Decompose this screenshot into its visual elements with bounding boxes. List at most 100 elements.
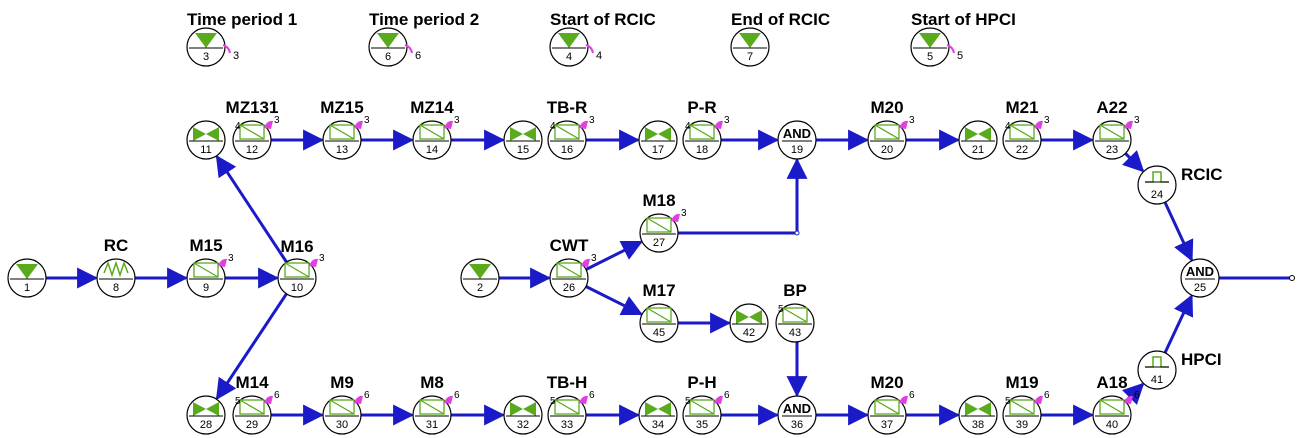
- component-box-icon: [782, 307, 808, 323]
- node-28[interactable]: 28: [186, 395, 226, 435]
- node-8[interactable]: 8RC: [96, 236, 136, 298]
- node-number: 17: [652, 144, 664, 156]
- node-32[interactable]: 32: [503, 395, 543, 435]
- marker-icon: [579, 120, 588, 129]
- node-number: 42: [743, 327, 755, 339]
- legend-marker-icon: [946, 44, 955, 54]
- component-box-icon: [689, 399, 715, 415]
- node-label: RCIC: [1181, 165, 1223, 184]
- marker-tag: 6: [1134, 390, 1140, 401]
- edge-10-11: [215, 154, 288, 263]
- spring-icon: [103, 260, 129, 278]
- node-35[interactable]: 35P-H65: [682, 373, 730, 435]
- marker-tag: 6: [454, 390, 460, 401]
- node-42[interactable]: 42: [729, 303, 769, 343]
- marker-icon: [444, 120, 453, 129]
- valve-icon: [193, 127, 219, 141]
- node-label: MZ14: [410, 98, 454, 117]
- valve-icon: [736, 310, 762, 324]
- edge-26-45: [585, 285, 643, 316]
- node-number: 11: [200, 144, 211, 156]
- node-label: M21: [1005, 98, 1038, 117]
- component-box-icon: [646, 217, 672, 233]
- marker-icon: [714, 120, 723, 129]
- node-label: M8: [420, 373, 444, 392]
- marker-icon: [1124, 120, 1133, 129]
- marker-icon: [444, 395, 453, 404]
- marker-tag: 6: [724, 390, 730, 401]
- output-terminal: [1289, 275, 1295, 281]
- node-label: M18: [642, 191, 675, 210]
- marker-icon: [671, 213, 680, 222]
- node-number: 25: [1194, 282, 1206, 294]
- node-label: M19: [1005, 373, 1038, 392]
- edge-23-24: [1122, 150, 1145, 173]
- component-box-icon: [419, 124, 445, 140]
- legend-title: End of RCIC: [731, 10, 830, 29]
- marker-tag: 3: [228, 253, 234, 264]
- marker-tag-secondary: 5: [550, 396, 556, 407]
- node-18[interactable]: 18P-R34: [682, 98, 730, 160]
- node-1[interactable]: 1: [7, 258, 47, 298]
- node-number: 34: [652, 419, 664, 431]
- node-11[interactable]: 11: [186, 120, 226, 160]
- marker-tag: 6: [909, 390, 915, 401]
- component-box-icon: [284, 262, 310, 278]
- node-2[interactable]: 2: [460, 258, 500, 298]
- marker-tag-secondary: 5: [235, 396, 241, 407]
- marker-icon: [1034, 120, 1043, 129]
- component-box-icon: [1099, 124, 1125, 140]
- node-label: M9: [330, 373, 354, 392]
- node-number: 2: [477, 282, 483, 294]
- and-gate-label: AND: [1186, 264, 1214, 279]
- marker-tag: 3: [319, 253, 325, 264]
- source-triangle-icon: [739, 33, 761, 48]
- node-38[interactable]: 38: [958, 395, 998, 435]
- node-number: 14: [426, 144, 438, 156]
- node-15[interactable]: 15: [503, 120, 543, 160]
- legend-tag: 5: [957, 50, 963, 62]
- node-label: P-R: [687, 98, 716, 117]
- node-label: A22: [1096, 98, 1127, 117]
- node-17[interactable]: 17: [638, 120, 678, 160]
- junction-dot: [794, 230, 800, 236]
- node-25[interactable]: AND 25: [1180, 258, 1220, 298]
- node-34[interactable]: 34: [638, 395, 678, 435]
- marker-tag: 6: [589, 390, 595, 401]
- node-21[interactable]: 21: [958, 120, 998, 160]
- marker-tag: 6: [274, 390, 280, 401]
- marker-icon: [264, 395, 273, 404]
- marker-icon: [354, 120, 363, 129]
- marker-icon: [581, 258, 590, 267]
- marker-tag: 3: [1044, 115, 1050, 126]
- node-label: M15: [189, 236, 222, 255]
- marker-icon: [714, 395, 723, 404]
- node-number: 26: [563, 282, 575, 294]
